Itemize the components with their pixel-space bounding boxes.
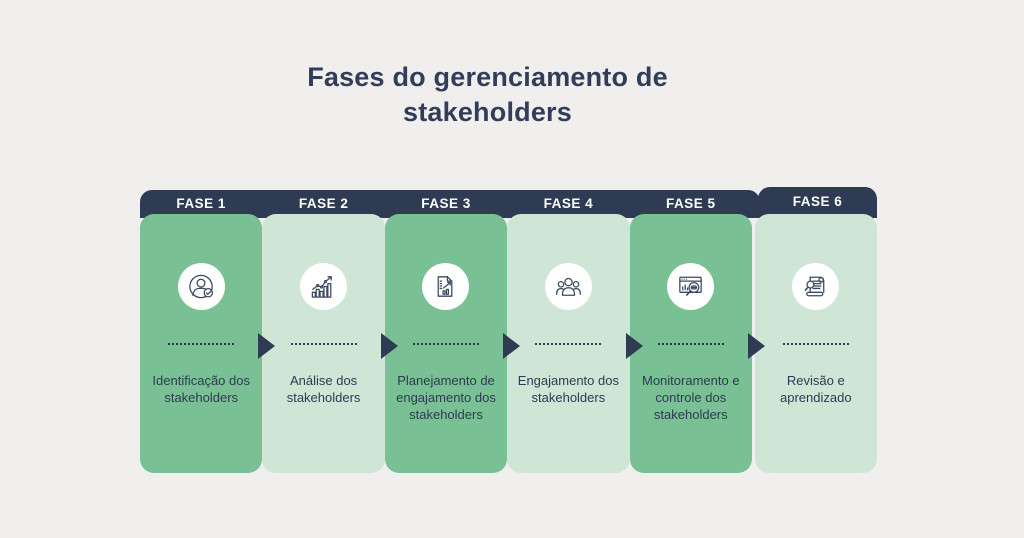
page-title: Fases do gerenciamento de stakeholders (0, 60, 975, 130)
phase-card-2: Análise dos stakeholders (262, 214, 385, 473)
window-magnifier-icon (679, 276, 703, 296)
scroll-magnifier-icon (804, 276, 825, 297)
phase-header-fase-4: FASE 4 (543, 196, 594, 211)
phase-1-icon-circle (177, 263, 225, 310)
phase-4-label: Engajamento dos stakeholders (517, 373, 619, 405)
phase-header-fase-6: FASE 6 (792, 194, 843, 209)
phase-6-icon-circle (792, 263, 840, 310)
growth-bar-chart-icon (311, 276, 332, 298)
dotted-separator (535, 343, 602, 345)
phase-card-4: Engajamento dos stakeholders (507, 214, 630, 473)
phase-header-fase-3: FASE 3 (421, 196, 471, 211)
dotted-separator (657, 343, 724, 345)
phase-card-1: Identificação dos stakeholders (140, 214, 263, 473)
page-title-line2: stakeholders (403, 97, 572, 127)
phase-4-icon-circle (544, 263, 592, 310)
arrow-right-icon (625, 333, 643, 359)
phase-2-icon-circle (300, 263, 348, 310)
phase-card-3: Planejamento de engajamento dos stakehol… (384, 214, 508, 473)
dotted-separator (412, 343, 479, 345)
phase-3-icon-circle (422, 263, 470, 310)
arrow-right-icon (258, 333, 276, 359)
arrow-right-icon (503, 333, 521, 359)
person-check-icon (188, 274, 213, 299)
phase-header-tab-6 (758, 187, 877, 218)
people-group-icon (555, 277, 581, 296)
phase-header-fase-2: FASE 2 (298, 196, 349, 211)
report-chart-icon (438, 276, 453, 297)
dotted-separator (290, 343, 357, 345)
phase-1-label: Identificação dos stakeholders (152, 373, 250, 405)
phase-5-label: Monitoramento e controle dos stakeholder… (642, 373, 740, 422)
dotted-separator (168, 343, 235, 345)
phase-header-bar (140, 190, 760, 218)
arrow-right-icon (380, 333, 398, 359)
phase-5-icon-circle (667, 263, 715, 310)
phase-2-label: Análise dos stakeholders (286, 373, 361, 405)
phase-header-fase-5: FASE 5 (666, 196, 716, 211)
dotted-separator (782, 343, 849, 345)
phases-diagram: FASE 1 FASE 2 FASE 3 FASE 4 FASE 5 FASE … (140, 187, 877, 474)
phase-header-fase-1: FASE 1 (176, 196, 226, 211)
phase-card-6: Revisão e aprendizado (754, 214, 877, 473)
page-title-line1: Fases do gerenciamento de (307, 62, 668, 92)
arrow-right-icon (748, 333, 765, 359)
phase-card-5: Monitoramento e controle dos stakeholder… (629, 214, 752, 473)
phase-6-label: Revisão e aprendizado (780, 373, 852, 405)
phase-3-label: Planejamento de engajamento dos stakehol… (396, 373, 496, 422)
